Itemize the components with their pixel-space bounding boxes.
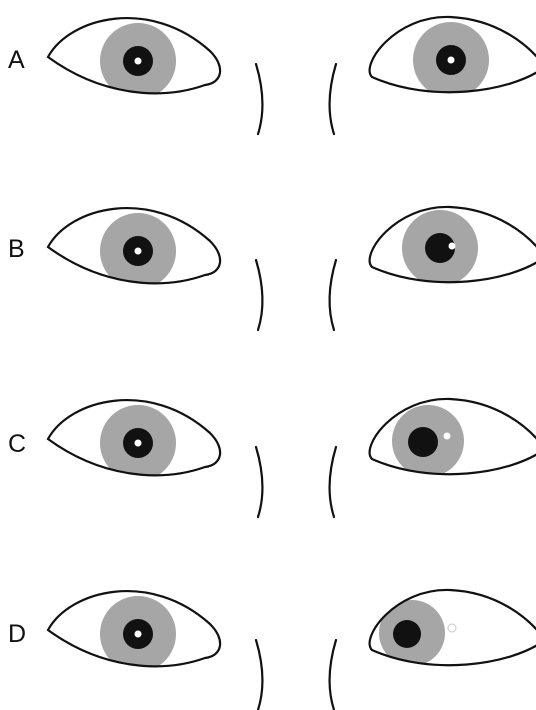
left-eye-c bbox=[48, 400, 220, 481]
left-light-reflex bbox=[135, 58, 142, 65]
nose-line-right-icon bbox=[330, 260, 336, 330]
left-light-reflex bbox=[135, 631, 142, 638]
right-eye-a bbox=[370, 17, 536, 98]
left-light-reflex bbox=[135, 248, 142, 255]
nose-line-left-icon bbox=[256, 260, 262, 330]
right-eye-d bbox=[370, 590, 536, 666]
row-label-c: C bbox=[8, 430, 26, 458]
right-light-reflex bbox=[448, 624, 456, 632]
nose-line-left-icon bbox=[256, 640, 262, 710]
left-eye-d bbox=[48, 591, 220, 672]
left-light-reflex bbox=[135, 440, 142, 447]
right-light-reflex bbox=[444, 433, 451, 440]
nose-line-right-icon bbox=[330, 640, 336, 710]
right-light-reflex bbox=[448, 57, 455, 64]
row-label-d: D bbox=[8, 620, 26, 648]
right-pupil bbox=[408, 427, 438, 457]
right-eye-c bbox=[370, 399, 536, 477]
left-eye-b bbox=[48, 208, 220, 289]
nose-line-right-icon bbox=[330, 447, 336, 517]
nose-line-right-icon bbox=[330, 64, 336, 134]
nose-line-left-icon bbox=[256, 447, 262, 517]
row-d: D bbox=[8, 590, 536, 710]
nose-line-left-icon bbox=[256, 64, 262, 134]
right-pupil bbox=[393, 620, 421, 648]
right-eye-b bbox=[370, 207, 536, 286]
row-label-a: A bbox=[8, 46, 25, 74]
right-light-reflex bbox=[449, 243, 456, 250]
row-label-b: B bbox=[8, 235, 25, 263]
row-b: B bbox=[8, 207, 536, 330]
row-a: A bbox=[8, 17, 536, 134]
row-c: C bbox=[8, 399, 536, 517]
left-eye-a bbox=[48, 18, 220, 99]
